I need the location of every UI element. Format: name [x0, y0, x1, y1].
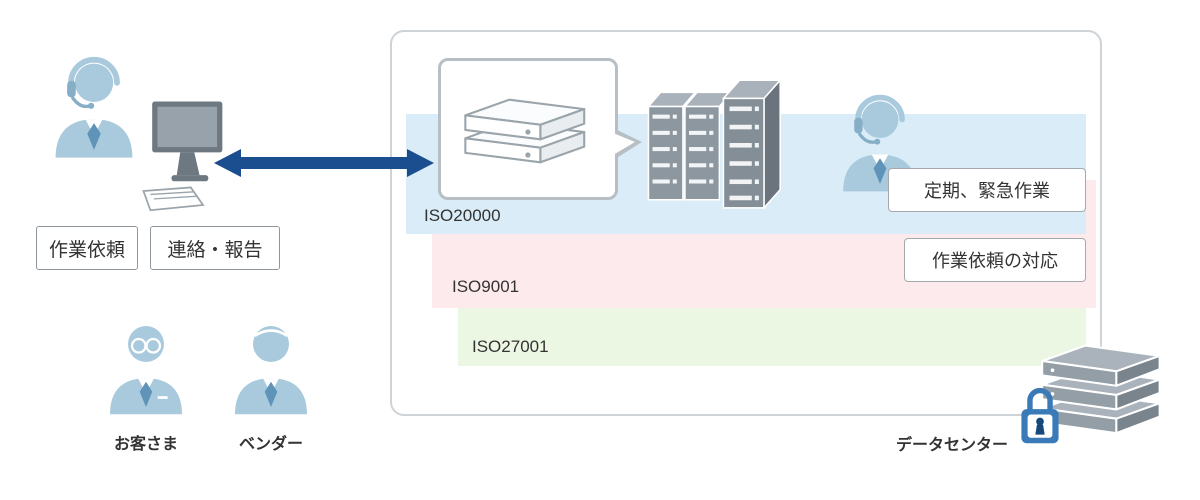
- vendor-label: ベンダー: [238, 436, 303, 453]
- task-request-response-label: 作業依頼の対応: [932, 251, 1058, 271]
- contact-report-box: 連絡・報告: [150, 226, 280, 270]
- vendor-icon: [226, 298, 316, 426]
- iso9001-label: ISO9001: [452, 277, 520, 296]
- server-rack-icon: [644, 66, 812, 220]
- contact-report-label: 連絡・報告: [167, 239, 263, 261]
- customer-label: お客さま: [113, 436, 178, 453]
- monitor-icon: [138, 98, 226, 212]
- lock-icon: [1016, 376, 1064, 450]
- datacenter-label: データセンター: [895, 437, 1008, 454]
- work-request-label: 作業依頼: [48, 239, 125, 261]
- customer-icon: [101, 298, 191, 426]
- double-arrow-icon: [214, 147, 434, 179]
- task-periodic-emergency-label: 定期、緊急作業: [924, 181, 1050, 201]
- datacenter-server-icon: [1036, 342, 1172, 448]
- operator-with-headset-icon: [46, 44, 142, 160]
- storage-unit-icon: [464, 98, 586, 164]
- work-request-box: 作業依頼: [36, 226, 138, 270]
- iso27001-label: ISO27001: [472, 337, 549, 356]
- task-periodic-emergency-box: 定期、緊急作業: [888, 168, 1086, 212]
- iso20000-label: ISO20000: [424, 206, 501, 225]
- task-request-response-box: 作業依頼の対応: [904, 238, 1086, 282]
- speech-bubble: [438, 58, 642, 200]
